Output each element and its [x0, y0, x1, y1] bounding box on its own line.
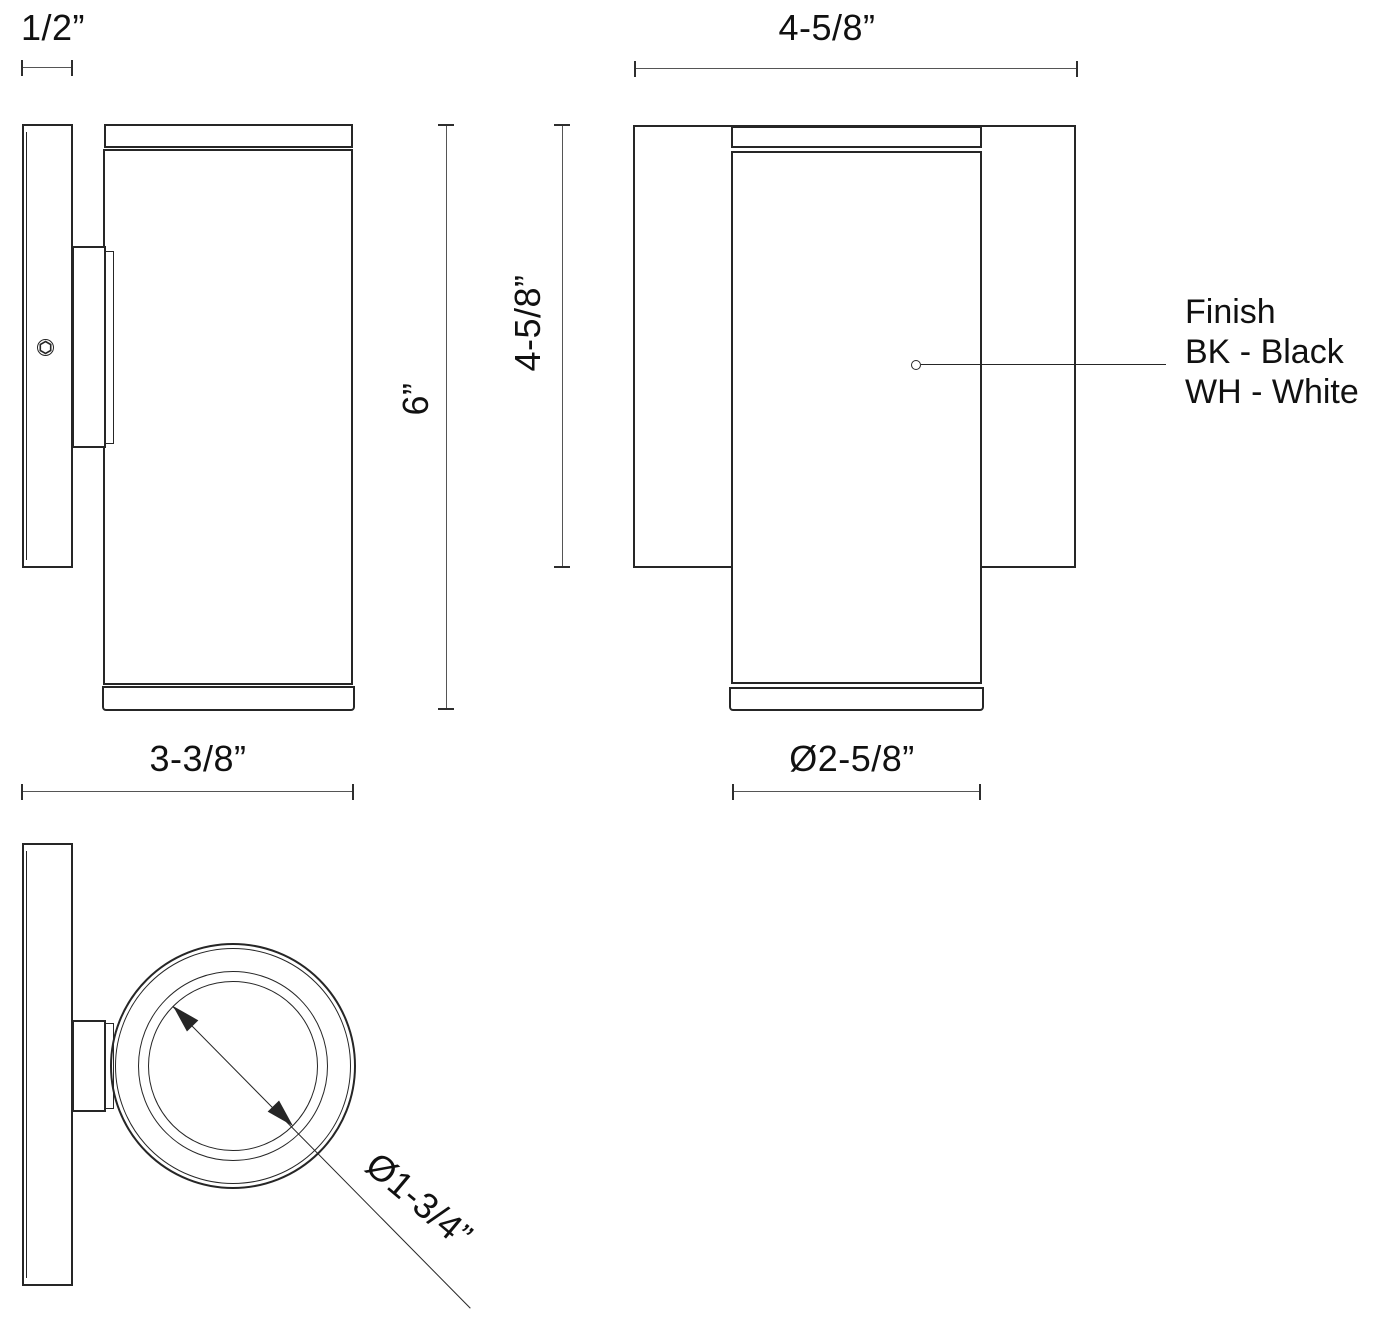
- dim-tick: [438, 124, 454, 126]
- lens-recess-circle: [138, 971, 328, 1161]
- dim-tick: [979, 784, 981, 800]
- dim-tick: [21, 784, 23, 800]
- cylinder-outer-circle: [110, 943, 356, 1189]
- dim-tick: [352, 784, 354, 800]
- dim-line: [446, 125, 447, 710]
- dim-tick: [438, 708, 454, 710]
- cylinder-body: [103, 149, 353, 685]
- overall-depth-label: 3-3/8”: [149, 738, 247, 779]
- plate-depth-label: 1/2”: [20, 7, 86, 48]
- mounting-arm: [72, 1020, 106, 1112]
- cylinder-bottom-cap: [102, 686, 355, 711]
- dim-tick: [554, 566, 570, 568]
- dim-line: [635, 68, 1077, 69]
- finish-option-white: WH - White: [1185, 373, 1359, 411]
- cylinder-top-cap: [104, 124, 353, 148]
- wall-plate: [22, 843, 73, 1286]
- leader-dot: [911, 360, 921, 370]
- leader-line: [921, 364, 1166, 365]
- backplate-width-label: 4-5/8”: [778, 7, 876, 48]
- dim-tick: [71, 60, 73, 76]
- overall-height-label: 6”: [395, 382, 436, 416]
- mounting-arm: [72, 246, 106, 448]
- cylinder-top-cap: [731, 125, 982, 148]
- dim-line: [22, 67, 72, 68]
- finish-option-black: BK - Black: [1185, 333, 1344, 371]
- mounting-arm-lip: [105, 251, 114, 444]
- cylinder-outer-inner-line: [115, 948, 351, 1184]
- dim-tick: [21, 60, 23, 76]
- cylinder-diameter-label: Ø2-5/8”: [789, 738, 915, 779]
- dim-tick: [732, 784, 734, 800]
- hex-socket-icon: [39, 340, 52, 355]
- dim-line: [22, 791, 353, 792]
- light-opening-circle: [148, 981, 318, 1151]
- set-screw: [37, 339, 54, 356]
- dim-line: [562, 125, 563, 567]
- backplate-height-label: 4-5/8”: [507, 274, 548, 372]
- cylinder-bottom-cap: [729, 687, 984, 711]
- dim-tick: [1076, 61, 1078, 77]
- wall-plate-bevel-line: [26, 132, 27, 560]
- dim-line: [733, 791, 980, 792]
- finish-title: Finish: [1185, 293, 1276, 331]
- cylinder-body: [731, 151, 982, 684]
- finish-note: Finish BK - Black WH - White: [1185, 292, 1359, 412]
- dim-tick: [634, 61, 636, 77]
- dim-tick: [554, 124, 570, 126]
- wall-plate-bevel-line: [26, 851, 27, 1278]
